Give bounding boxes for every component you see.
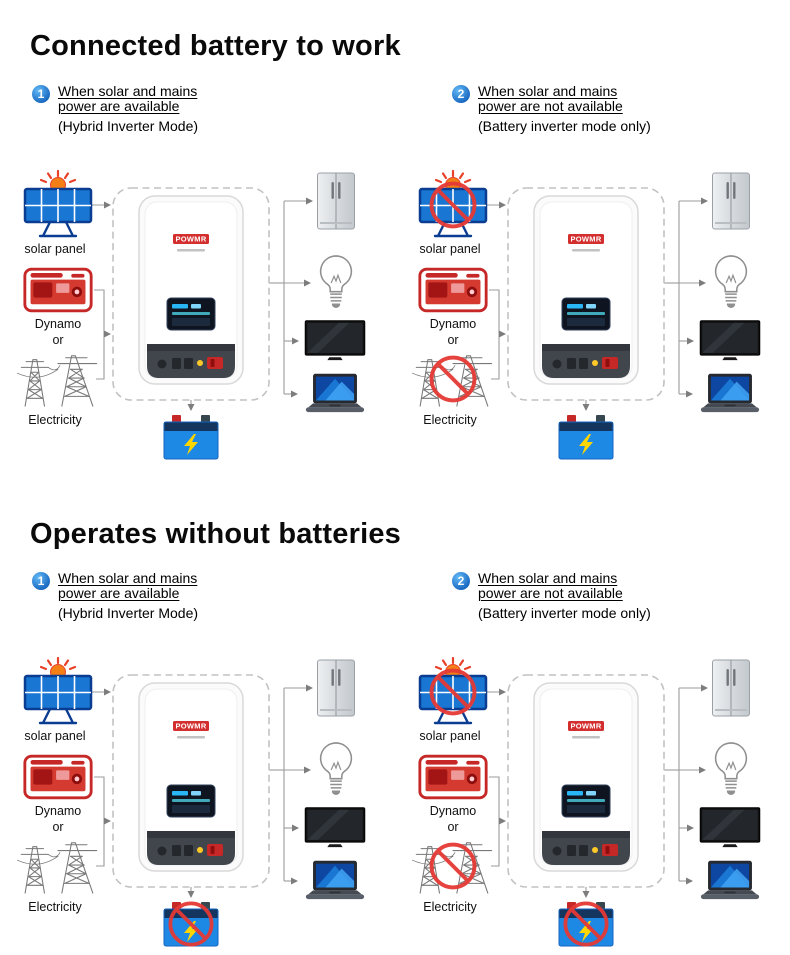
generator-icon xyxy=(23,267,93,313)
battery-icon xyxy=(558,414,614,460)
inverter-icon xyxy=(533,195,639,385)
scenario-number: 2 xyxy=(457,574,465,588)
scenario-header-4: 2 When solar and mains power are not ava… xyxy=(452,571,651,621)
scenario-mode: (Hybrid Inverter Mode) xyxy=(58,118,199,134)
electricity-label: Electricity xyxy=(28,413,82,427)
electricity-label: Electricity xyxy=(423,900,477,914)
dynamo-label: Dynamo xyxy=(35,317,82,331)
scenario-text: When solar and mains power are available… xyxy=(58,84,198,134)
electricity-label: Electricity xyxy=(423,413,477,427)
diagram-hybrid-with-battery: solar panel Dynamo or Electricity POWMR xyxy=(16,170,366,460)
dynamo-label: Dynamo xyxy=(430,317,477,331)
section-title-connected-battery: Connected battery to work xyxy=(30,30,401,62)
inverter-dashed-frame xyxy=(112,187,270,401)
scenario-header-2: 2 When solar and mains power are not ava… xyxy=(452,84,651,134)
scenario-condition-line1: When solar and mains xyxy=(478,570,618,586)
electricity-label: Electricity xyxy=(28,900,82,914)
laptop-icon xyxy=(305,860,365,900)
connector-lines xyxy=(486,684,708,898)
refrigerator-icon xyxy=(712,172,750,230)
tv-icon xyxy=(699,320,761,361)
scenario-number-badge: 2 xyxy=(452,572,470,590)
battery-icon xyxy=(163,414,219,460)
diagram-battery-mode-no-battery: solar panel Dynamo or Electricity POWMR xyxy=(411,657,761,947)
inverter-brand-label: POWMR xyxy=(570,235,601,244)
scenario-header-3: 1 When solar and mains power are availab… xyxy=(32,571,198,621)
inverter-dashed-frame xyxy=(507,674,665,888)
solar-panel-label: solar panel xyxy=(24,242,85,256)
connector-lines xyxy=(486,197,708,411)
generator-icon xyxy=(418,754,488,800)
solar-panel-icon xyxy=(23,170,93,238)
light-bulb-icon xyxy=(319,255,353,308)
generator-icon xyxy=(23,754,93,800)
or-label: or xyxy=(447,333,458,347)
or-label: or xyxy=(52,333,63,347)
dynamo-label: Dynamo xyxy=(35,804,82,818)
scenario-mode: (Battery inverter mode only) xyxy=(478,605,651,621)
scenario-condition-line1: When solar and mains xyxy=(58,83,198,99)
scenario-text: When solar and mains power are available… xyxy=(58,571,198,621)
tv-icon xyxy=(304,807,366,848)
scenario-condition-line2: power are not available xyxy=(478,584,623,601)
laptop-icon xyxy=(700,373,760,413)
refrigerator-icon xyxy=(317,172,355,230)
solar-panel-label: solar panel xyxy=(24,729,85,743)
light-bulb-icon xyxy=(714,742,748,795)
connector-lines xyxy=(91,197,313,411)
inverter-brand-label: POWMR xyxy=(175,722,206,731)
scenario-mode: (Battery inverter mode only) xyxy=(478,118,651,134)
laptop-icon xyxy=(305,373,365,413)
diagram-battery-mode-only: solar panel Dynamo or Electricity POWMR xyxy=(411,170,761,460)
laptop-icon xyxy=(700,860,760,900)
scenario-text: When solar and mains power are not avail… xyxy=(478,84,651,134)
power-pylon-icon xyxy=(16,842,98,894)
light-bulb-icon xyxy=(319,742,353,795)
scenario-condition-line2: power are available xyxy=(58,584,180,601)
inverter-dashed-frame xyxy=(507,187,665,401)
or-label: or xyxy=(52,820,63,834)
scenario-condition-line1: When solar and mains xyxy=(478,83,618,99)
dynamo-label: Dynamo xyxy=(430,804,477,818)
inverter-icon xyxy=(533,682,639,872)
power-pylon-icon xyxy=(16,355,98,407)
inverter-brand-label: POWMR xyxy=(175,235,206,244)
scenario-condition-line2: power are available xyxy=(58,97,180,114)
scenario-number-badge: 1 xyxy=(32,572,50,590)
generator-icon xyxy=(418,267,488,313)
tv-icon xyxy=(699,807,761,848)
section-title-without-batteries: Operates without batteries xyxy=(30,518,401,550)
scenario-number: 1 xyxy=(37,574,45,588)
refrigerator-icon xyxy=(712,659,750,717)
scenario-number: 1 xyxy=(37,87,45,101)
solar-panel-label: solar panel xyxy=(419,242,480,256)
inverter-icon xyxy=(138,682,244,872)
inverter-brand-label: POWMR xyxy=(570,722,601,731)
scenario-condition-line2: power are not available xyxy=(478,97,623,114)
light-bulb-icon xyxy=(714,255,748,308)
scenario-header-1: 1 When solar and mains power are availab… xyxy=(32,84,198,134)
scenario-number-badge: 2 xyxy=(452,85,470,103)
or-label: or xyxy=(447,820,458,834)
solar-panel-icon xyxy=(23,657,93,725)
tv-icon xyxy=(304,320,366,361)
scenario-text: When solar and mains power are not avail… xyxy=(478,571,651,621)
scenario-number: 2 xyxy=(457,87,465,101)
solar-panel-label: solar panel xyxy=(419,729,480,743)
connector-lines xyxy=(91,684,313,898)
refrigerator-icon xyxy=(317,659,355,717)
inverter-icon xyxy=(138,195,244,385)
scenario-mode: (Hybrid Inverter Mode) xyxy=(58,605,199,621)
diagram-hybrid-no-battery: solar panel Dynamo or Electricity POWMR xyxy=(16,657,366,947)
scenario-condition-line1: When solar and mains xyxy=(58,570,198,586)
scenario-number-badge: 1 xyxy=(32,85,50,103)
inverter-dashed-frame xyxy=(112,674,270,888)
